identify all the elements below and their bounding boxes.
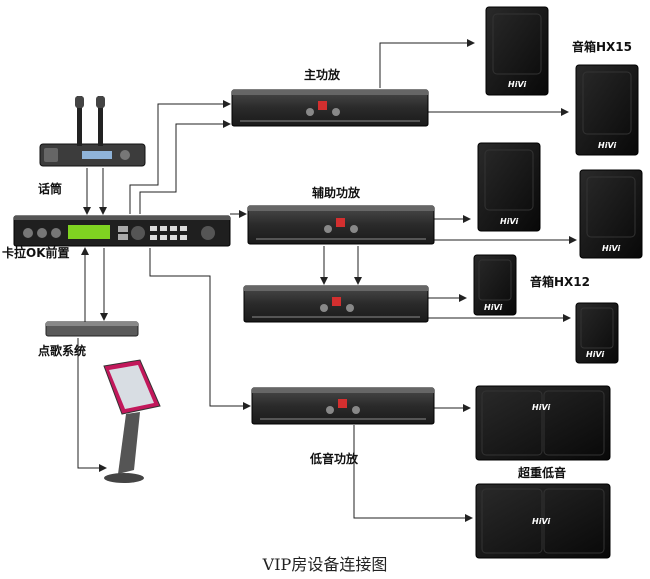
speaker-hx15-2: HiVi	[575, 64, 639, 156]
wire-song-touch	[77, 338, 107, 472]
subwoofer-2: HiVi	[475, 483, 611, 559]
wireless-microphone	[39, 96, 146, 167]
speaker-hx12-1: HiVi	[473, 254, 517, 316]
wire-preamp-bass	[149, 248, 251, 410]
aux-amp-label: 辅助功放	[312, 186, 361, 200]
bass-amplifier	[251, 387, 435, 425]
diagram-caption: VIP房设备连接图	[262, 555, 388, 574]
karaoke-preamp	[13, 215, 231, 247]
main-amp-label: 主功放	[304, 68, 341, 82]
speaker-brand: HiVi	[484, 303, 502, 312]
connection-lines	[77, 39, 577, 522]
song-system-label: 点歌系统	[38, 344, 87, 358]
aux-amplifier-2	[243, 285, 429, 323]
subwoofer-1: HiVi	[475, 385, 611, 461]
speaker-brand: HiVi	[602, 244, 620, 253]
wire-preamp-main-1	[129, 100, 231, 214]
aux-amplifier	[247, 205, 435, 245]
wire-preamp-main-2	[139, 120, 231, 214]
main-amplifier	[231, 89, 429, 127]
speaker-hx12-2: HiVi	[575, 302, 619, 364]
speaker-hx12-label: 音箱HX12	[530, 275, 590, 289]
wire-bass-sub-2	[353, 425, 473, 522]
speaker-hx15-3: HiVi	[477, 142, 541, 232]
speaker-hx15-label: 音箱HX15	[572, 40, 632, 54]
speaker-brand: HiVi	[598, 141, 616, 150]
preamp-display	[68, 225, 110, 239]
subwoofer-brand: HiVi	[532, 517, 550, 526]
subwoofer-brand: HiVi	[532, 403, 550, 412]
touch-screen-kiosk	[103, 359, 161, 483]
speaker-hx15-4: HiVi	[579, 169, 643, 259]
speaker-brand: HiVi	[500, 217, 518, 226]
microphone-label: 话筒	[38, 182, 63, 196]
song-system-box	[45, 321, 139, 337]
speaker-brand: HiVi	[508, 80, 526, 89]
speaker-hx15-1: HiVi	[485, 6, 549, 96]
speaker-brand: HiVi	[586, 350, 604, 359]
karaoke-preamp-label: 卡拉OK前置	[2, 246, 70, 260]
bass-amp-label: 低音功放	[310, 452, 359, 466]
wire-main-hx15-1	[379, 39, 475, 88]
subwoofer-label: 超重低音	[518, 466, 567, 480]
